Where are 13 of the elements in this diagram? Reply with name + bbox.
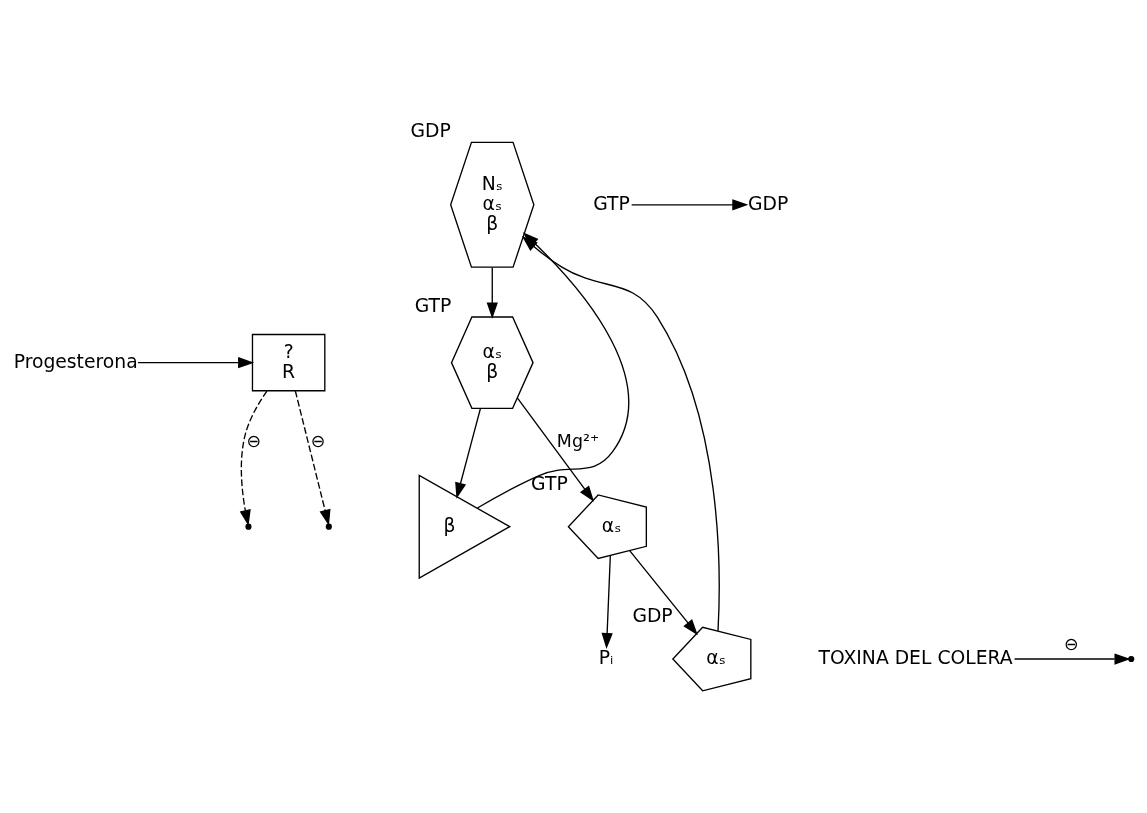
node-label: GTP xyxy=(414,294,452,316)
node-text: Pᵢ xyxy=(598,646,614,668)
edge-label: ⊖ xyxy=(310,430,326,451)
edge-label: ⊖ xyxy=(1064,634,1079,655)
node-text: GTP xyxy=(593,192,630,214)
node-label: GDP xyxy=(410,120,451,142)
node-text: TOXINA DEL COLERA xyxy=(818,646,1013,668)
edge-label: Mg²⁺ xyxy=(556,430,600,451)
node-label: GTP xyxy=(531,473,568,494)
edge-label: ⊖ xyxy=(246,430,262,451)
node-text: GDP xyxy=(748,192,789,214)
node-label: GDP xyxy=(632,605,673,627)
node-text: Progesterona xyxy=(13,350,138,372)
